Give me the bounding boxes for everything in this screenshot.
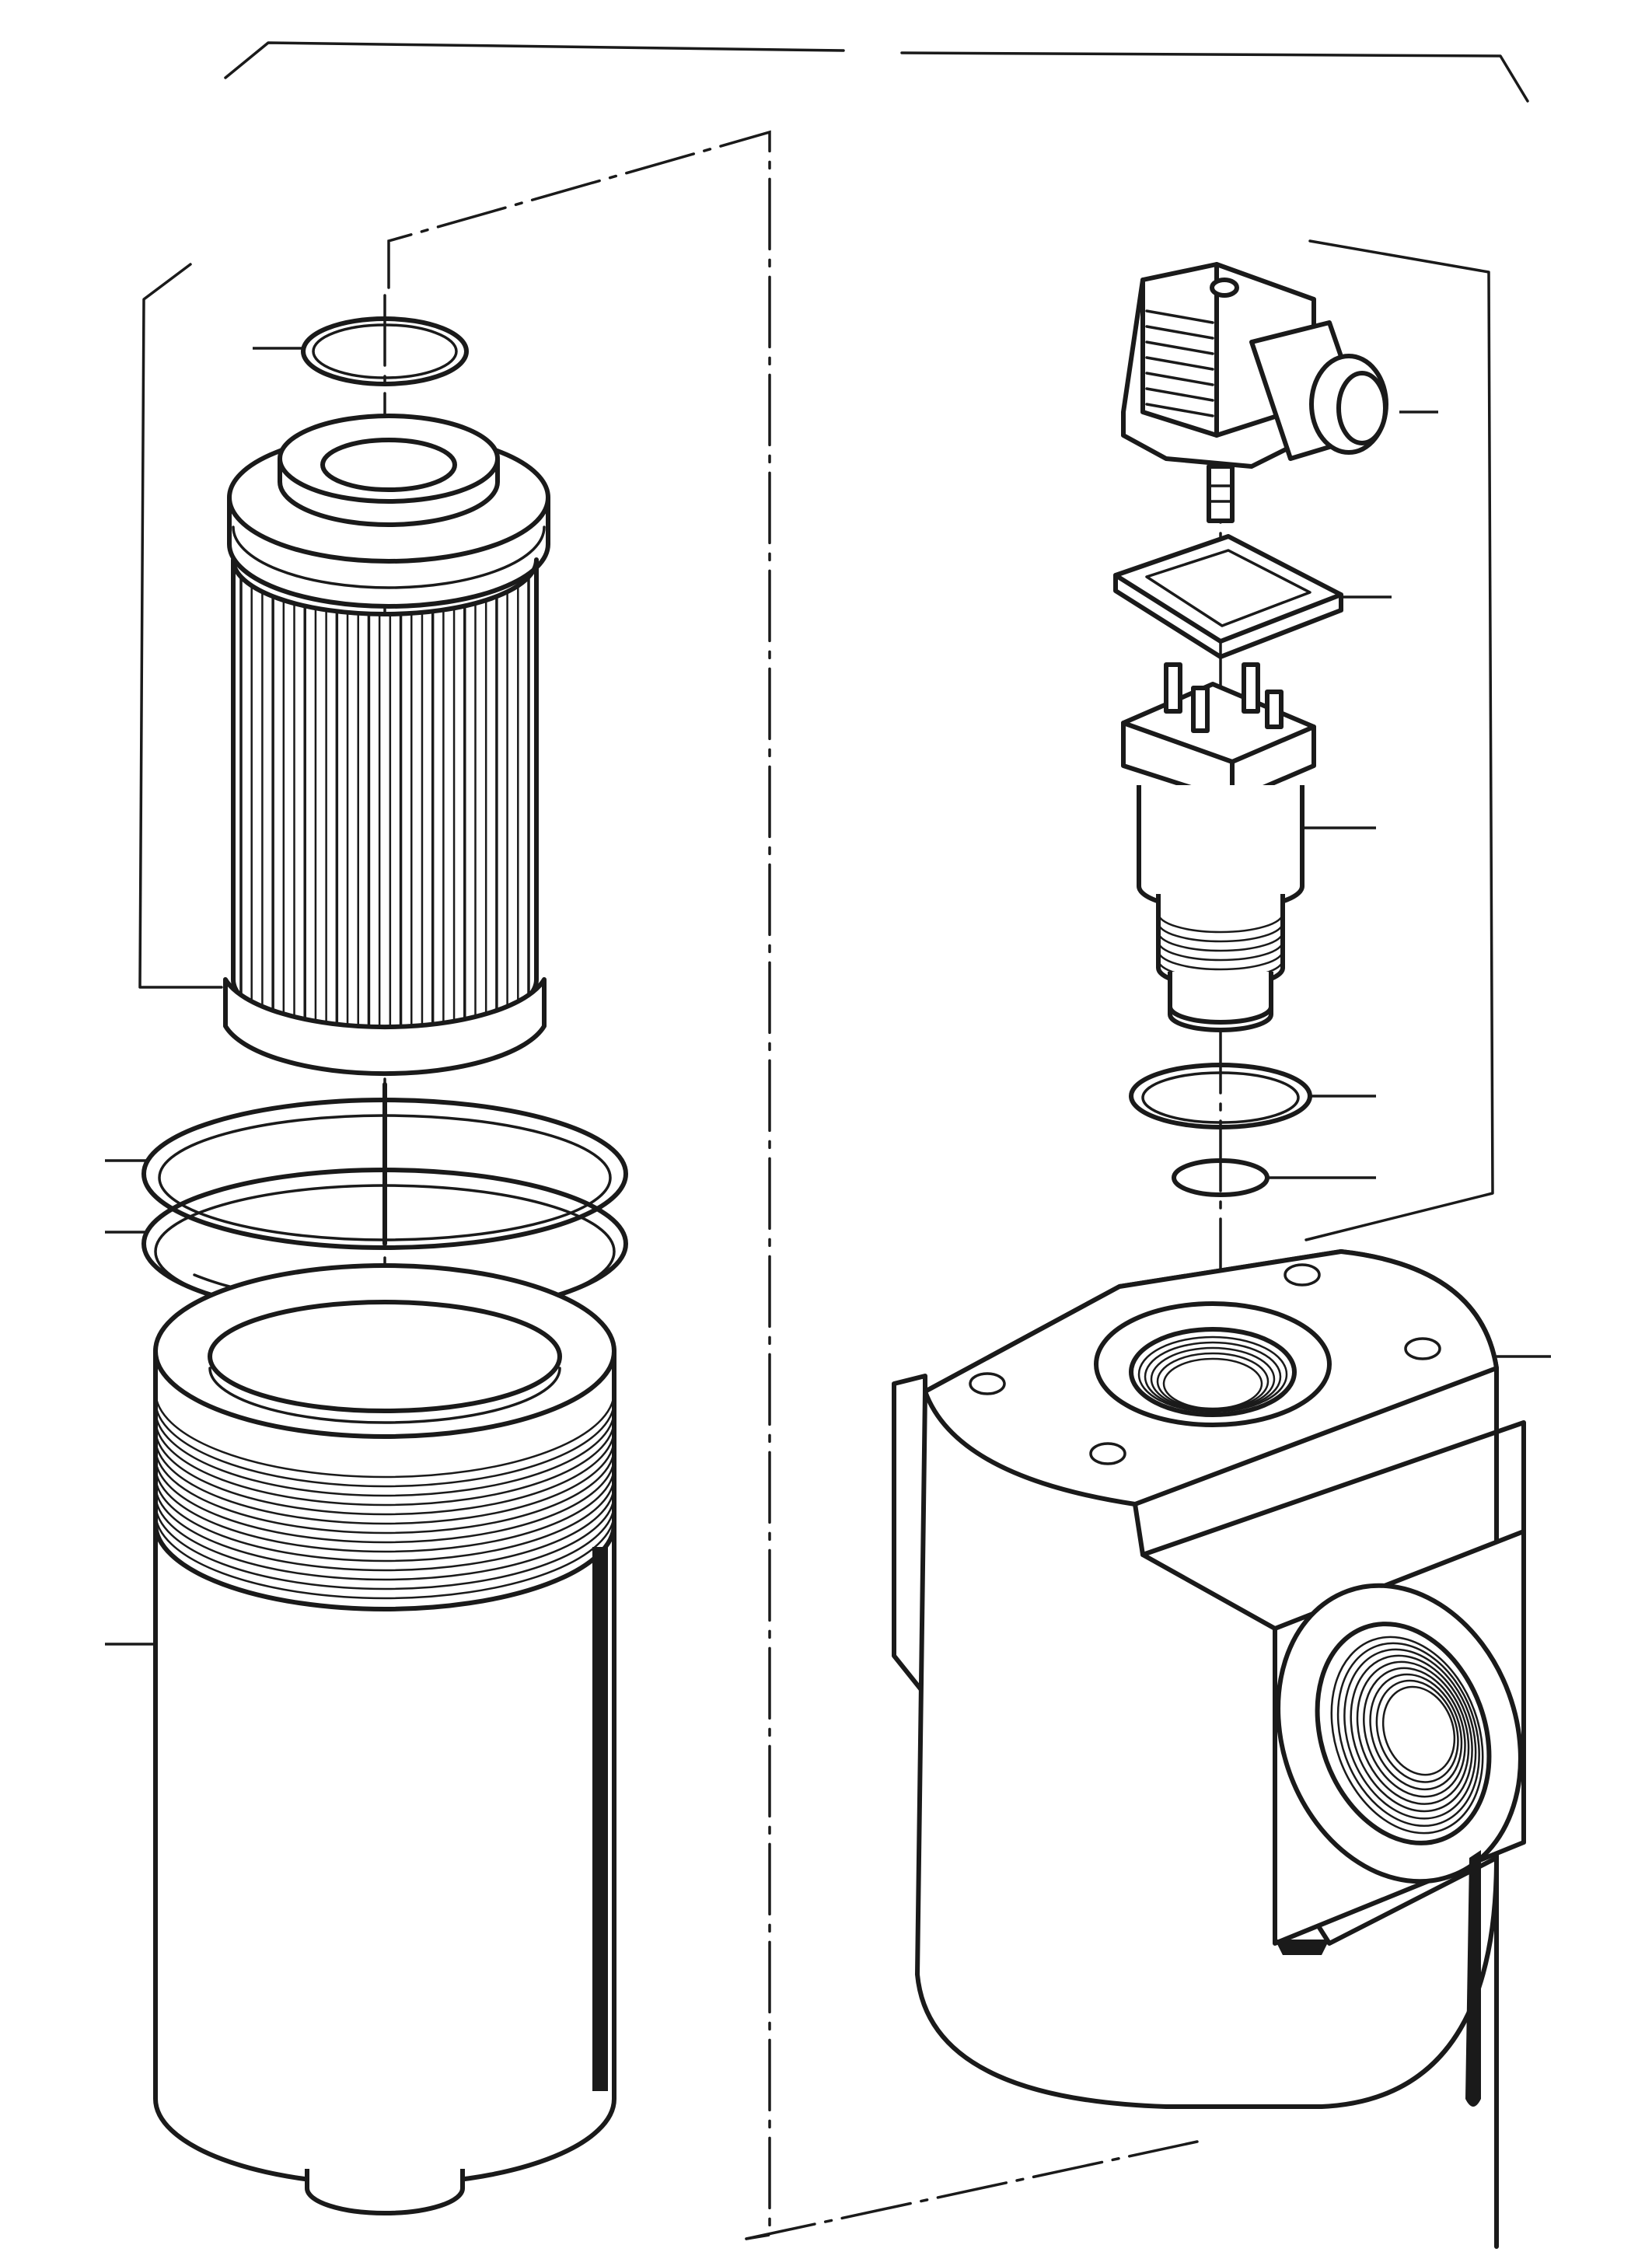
bowl-thread-line [154,1493,616,1581]
top-port-threads [1137,1335,1288,1413]
terminal-4 [1265,690,1284,729]
switch-thread-line [1157,921,1284,943]
group-brackets [138,41,1529,1241]
clogging-indicator-switch [1121,662,1316,1032]
side-port-thread-ring [1381,1685,1456,1776]
bowl-thread-line [154,1465,616,1553]
bowl-thread-line [154,1437,616,1525]
mounting-hole-2 [1089,1442,1126,1465]
bowl-opening-lip [208,1367,561,1424]
electrical-connector-plug [1121,262,1388,523]
switch-tip [1168,972,1273,1032]
side-port-thread-ring [1343,1648,1477,1820]
switch-head [1121,682,1316,803]
side-port-thread-ring [1375,1679,1459,1783]
plug-edge [1140,262,1219,438]
pleat-lines [239,575,530,1035]
terminal-3 [1191,686,1210,733]
bowl-thread-line [154,1502,616,1590]
side-port-thread-ring [1356,1660,1470,1805]
top-port-bore [1129,1327,1297,1417]
gasket-thickness [1113,573,1343,659]
bowl-opening [208,1300,562,1413]
connector-gasket [1113,534,1343,659]
switch-tip-edge [1168,1004,1273,1025]
side-port-thread-ring [1369,1673,1463,1791]
right-top-bracket [900,51,1529,103]
collar-bore [320,438,457,492]
bowl-thread-line [154,1409,616,1497]
terminal-1 [1164,662,1182,714]
filter-bowl [153,1263,616,2215]
filter-head-housing [892,1249,1526,2249]
switch-thread-line [1157,949,1284,971]
plug-pin [1207,464,1235,523]
side-port-thread-ring [1330,1636,1484,1835]
top-cap-edge [232,525,546,589]
side-port-boss [1276,1583,1523,1884]
bowl-thread-line [154,1474,616,1562]
bowl-thread-line [154,1418,616,1507]
plug-rib [1145,340,1214,355]
bowl-thread-line [154,1427,616,1516]
port-thread-ring [1162,1357,1263,1410]
bowl-thread-line [154,1446,616,1535]
plug-screw [1210,278,1239,298]
leader-lines [105,347,1551,1646]
bowl-drain-boss [305,2169,465,2215]
bowl-thread-line [154,1390,616,1479]
filter-assembly-group-bracket [138,263,223,989]
o-ring-inner [312,323,458,379]
bowl-threads [154,1390,616,1600]
side-port-bore [1315,1622,1492,1845]
gland-cap [1336,371,1388,445]
bowl-rim [153,1263,616,1439]
element-o-ring [301,316,469,386]
side-port-thread-ring [1336,1642,1480,1828]
pleat-body [231,557,539,1036]
bowl-shadow [592,1547,608,2091]
bowl-seal-ring-inner [158,1114,612,1241]
housing-shadow [1465,1850,1481,2107]
housing-assembly-line [745,2140,1199,2240]
plug-rib [1145,309,1214,324]
bowl-thread-line [154,1455,616,1544]
plug-rib [1145,387,1214,402]
thread-end [153,1521,616,1611]
switch-thread-line [1157,912,1284,934]
gasket-inner [1145,549,1311,627]
side-port-threads [1330,1636,1484,1835]
under-block-shadow [1275,1940,1329,1955]
switch-thread-line [1157,930,1284,952]
plug-rib [1145,325,1214,340]
side-block-top [1140,1420,1526,1557]
plug-rib [1145,356,1214,371]
switch-thread-lines [1157,912,1284,980]
side-port-thread-ring [1350,1654,1473,1813]
bottom-cap [223,977,547,1077]
o-ring-outer [301,316,469,386]
switch-body [1137,785,1304,912]
switch-thread-line [1157,940,1284,962]
plug-ribs [1145,309,1214,417]
plug-rib [1145,403,1214,417]
plug-rib [1145,372,1214,386]
side-port-thread-ring [1363,1667,1466,1798]
bowl-thread-line [154,1399,616,1488]
mounting-hole-4 [1404,1337,1441,1360]
mounting-hole-3 [1284,1263,1321,1287]
indicator-seal-ring-large-inner [1141,1071,1300,1124]
filter-element [223,414,550,1246]
indicator-group-bracket [1304,239,1494,1241]
bowl-thread-line [154,1483,616,1572]
terminal-2 [1242,662,1260,714]
left-top-bracket [224,41,845,79]
bowl-thread-line [154,1511,616,1600]
bowl-seal-ring-outer [141,1098,628,1250]
mounting-hole-1 [969,1372,1006,1395]
